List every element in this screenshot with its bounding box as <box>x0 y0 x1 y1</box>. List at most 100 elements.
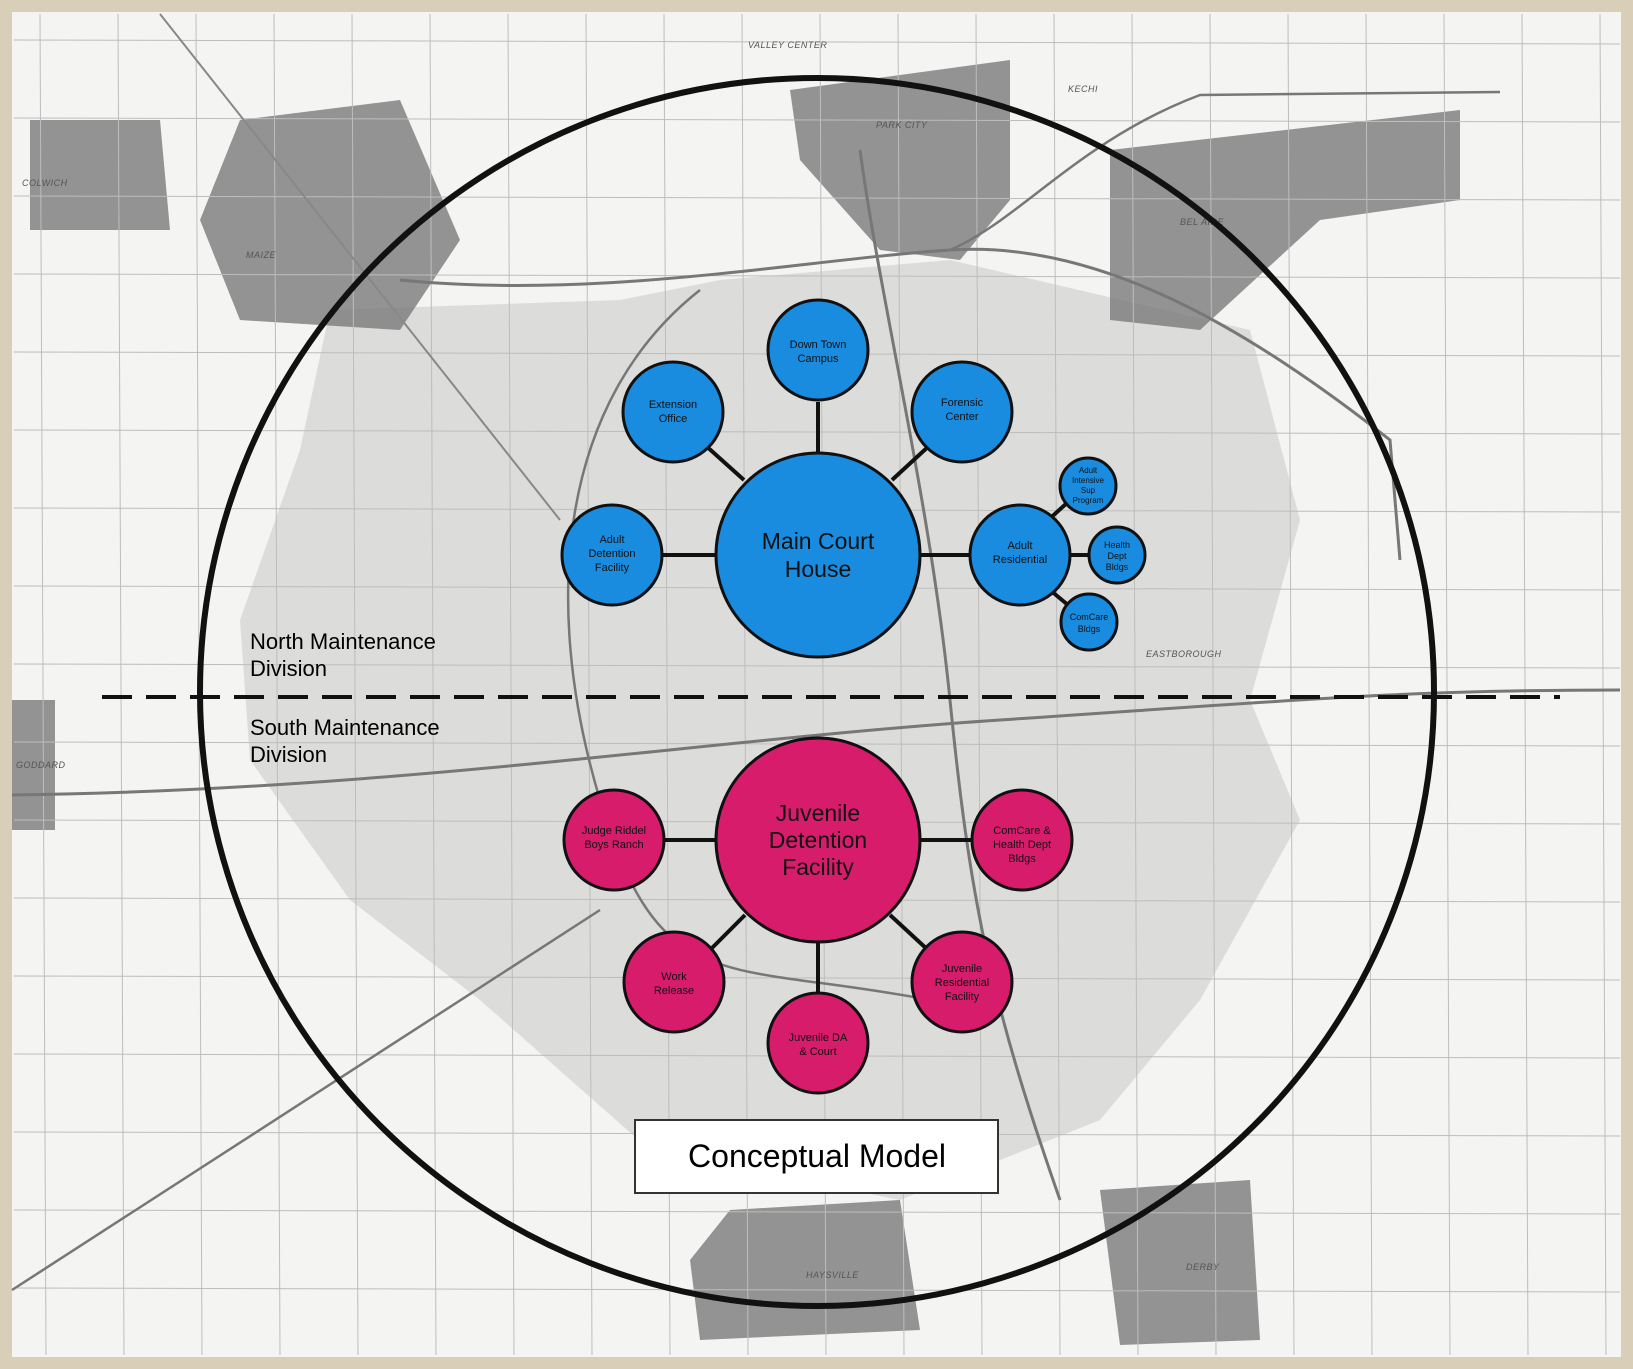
north-division-label-line2: Division <box>250 656 327 681</box>
town-label-maize: MAIZE <box>246 250 276 260</box>
node-juvenile-detention-label-3: Facility <box>782 854 854 880</box>
grid-road-horizontal <box>13 1209 1621 1215</box>
node-adult-intensive-label-2: Intensive <box>1072 476 1105 485</box>
grid-road-horizontal <box>13 1287 1621 1293</box>
grid-road-vertical <box>1521 13 1529 1356</box>
node-adult-detention-facility[interactable]: Adult Detention Facility <box>560 503 664 607</box>
grid-road-vertical <box>507 13 515 1356</box>
node-judge-riddel-boys-ranch[interactable]: Judge Riddel Boys Ranch <box>562 788 666 892</box>
town-label-kechi: KECHI <box>1068 84 1098 94</box>
grid-road-vertical <box>273 13 281 1356</box>
grid-road-vertical <box>1053 13 1061 1356</box>
town-label-colwich: COLWICH <box>22 178 68 188</box>
road-grid-layer <box>13 13 1621 1356</box>
grid-road-vertical <box>429 13 437 1356</box>
town-label-bel-aire: BEL AIRE <box>1180 217 1225 227</box>
node-comcare-bldgs-label-1: ComCare <box>1070 612 1109 622</box>
grid-road-horizontal <box>13 663 1621 669</box>
node-extension-office-label-2: Office <box>659 413 688 425</box>
node-forensic-center-label-2: Center <box>945 411 978 423</box>
node-main-court-house-label-2: House <box>785 556 851 582</box>
urban-area-5 <box>12 700 55 830</box>
spoke-juvenile-work <box>708 913 747 952</box>
spoke-connector-layer <box>662 402 1090 993</box>
town-label-valley-center: VALLEY CENTER <box>748 40 827 50</box>
node-main-court-house[interactable]: Main Court House <box>714 451 922 659</box>
grid-road-vertical <box>1365 13 1373 1356</box>
node-work-release[interactable]: Work Release <box>622 930 726 1034</box>
south-division-label-line2: Division <box>250 742 327 767</box>
urban-area-2 <box>1110 110 1460 330</box>
node-juvenile-da-court[interactable]: Juvenile DA & Court <box>766 991 870 1095</box>
grid-road-horizontal <box>13 273 1621 279</box>
south-node-group: Juvenile Detention Facility Judge Riddel… <box>562 736 1074 1095</box>
town-label-goddard: GODDARD <box>16 760 66 770</box>
node-down-town-campus-label-2: Campus <box>798 353 839 365</box>
grid-road-vertical <box>39 13 47 1356</box>
node-adult-detention-label-1: Adult <box>599 534 624 546</box>
urban-area-layer <box>12 60 1460 1345</box>
node-forensic-center[interactable]: Forensic Center <box>910 360 1014 464</box>
north-node-group: Main Court House Down Town Campus Extens… <box>560 298 1147 659</box>
node-extension-office-label-1: Extension <box>649 399 697 411</box>
highway-diagonal-nw <box>159 13 561 521</box>
node-comcare-health-label-3: Bldgs <box>1008 853 1036 865</box>
node-adult-residential-label-1: Adult <box>1007 540 1032 552</box>
grid-road-vertical <box>1209 13 1217 1356</box>
node-adult-detention-label-3: Facility <box>595 562 630 574</box>
node-adult-intensive-label-3: Sup <box>1081 486 1096 495</box>
node-juvenile-residential-label-2: Residential <box>935 977 989 989</box>
spoke-main-extension <box>703 443 746 482</box>
node-comcare-bldgs[interactable]: ComCare Bldgs <box>1059 592 1119 652</box>
node-juvenile-da-label-1: Juvenile DA <box>789 1032 848 1044</box>
highway-k254 <box>949 90 1501 252</box>
title-text: Conceptual Model <box>688 1138 946 1174</box>
node-comcare-health-dept-bldgs[interactable]: ComCare & Health Dept Bldgs <box>970 788 1074 892</box>
node-adult-residential-label-2: Residential <box>993 554 1047 566</box>
node-adult-residential[interactable]: Adult Residential <box>968 503 1072 607</box>
title-box: Conceptual Model <box>634 1119 999 1194</box>
node-health-dept-bldgs[interactable]: Health Dept Bldgs <box>1087 525 1147 585</box>
grid-road-horizontal <box>13 117 1621 123</box>
grid-road-vertical <box>1131 13 1139 1356</box>
node-forensic-center-label-1: Forensic <box>941 397 984 409</box>
town-label-derby: DERBY <box>1186 1262 1220 1272</box>
service-area-circle <box>197 75 1437 1309</box>
node-juvenile-da-label-2: & Court <box>799 1046 836 1058</box>
node-comcare-health-label-2: Health Dept <box>993 839 1051 851</box>
urban-area-7 <box>1100 1180 1260 1345</box>
spoke-main-forensic <box>890 443 932 482</box>
node-juvenile-residential-facility[interactable]: Juvenile Residential Facility <box>910 930 1014 1034</box>
grid-road-vertical <box>117 13 125 1356</box>
grid-road-vertical <box>1443 13 1451 1356</box>
highway-i135 <box>858 149 1062 1201</box>
urban-area-1 <box>790 60 1010 260</box>
node-down-town-campus[interactable]: Down Town Campus <box>766 298 870 402</box>
node-adult-intensive-sup-program[interactable]: Adult Intensive Sup Program <box>1058 456 1118 516</box>
node-health-dept-label-2: Dept <box>1107 551 1127 561</box>
urban-area-3 <box>200 100 460 330</box>
node-juvenile-detention-label-2: Detention <box>769 827 867 853</box>
node-juvenile-detention-facility[interactable]: Juvenile Detention Facility <box>714 736 922 944</box>
grid-road-vertical <box>351 13 359 1356</box>
urban-area-6 <box>690 1200 920 1340</box>
grid-road-vertical <box>1287 13 1295 1356</box>
node-health-dept-label-1: Health <box>1104 540 1130 550</box>
grid-road-vertical <box>585 13 593 1356</box>
grid-road-horizontal <box>13 195 1621 201</box>
grid-road-vertical <box>1599 13 1607 1356</box>
node-work-release-label-1: Work <box>661 971 687 983</box>
node-judge-riddel-label-1: Judge Riddel <box>582 825 646 837</box>
node-extension-office[interactable]: Extension Office <box>621 360 725 464</box>
node-adult-detention-label-2: Detention <box>588 548 635 560</box>
node-down-town-campus-label-1: Down Town <box>790 339 847 351</box>
node-adult-intensive-label-1: Adult <box>1079 466 1098 475</box>
node-judge-riddel-label-2: Boys Ranch <box>584 839 643 851</box>
urban-area-0 <box>240 260 1300 1200</box>
south-division-label-line1: South Maintenance <box>250 715 440 740</box>
node-juvenile-detention-label-1: Juvenile <box>776 800 860 826</box>
node-comcare-health-label-1: ComCare & <box>993 825 1051 837</box>
node-main-court-house-label-1: Main Court <box>762 528 875 554</box>
north-division-label-line1: North Maintenance <box>250 629 436 654</box>
